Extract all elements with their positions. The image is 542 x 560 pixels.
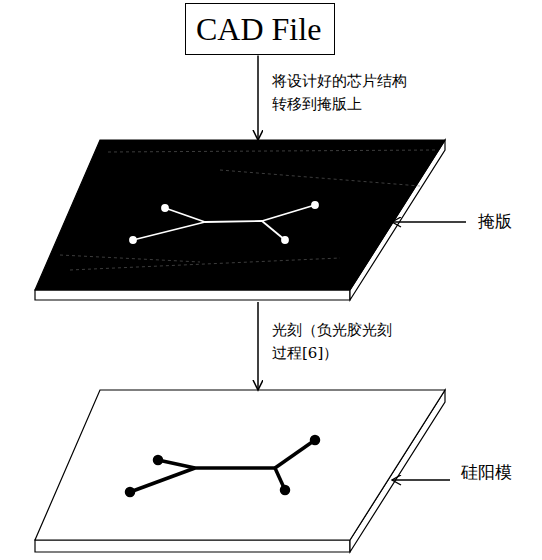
- plate-part: 硅阳模: [30, 390, 520, 555]
- mask-faint-lines: [60, 150, 436, 270]
- box-label: CAD File: [196, 11, 321, 47]
- flow-arrow: [257, 55, 259, 140]
- mold-channel-pattern: [127, 437, 319, 496]
- step-note: 将设计好的芯片结构 转移到掩版上: [272, 70, 422, 117]
- flow-arrow: [257, 302, 259, 390]
- silicon-mold: [35, 390, 445, 552]
- plate-part: 掩版: [30, 140, 520, 302]
- step-note: 光刻（负光胶光刻 过程[6]）: [272, 319, 422, 366]
- part-label: 硅阳模: [461, 462, 512, 482]
- mask-plate: [35, 140, 445, 300]
- part-label: 掩版: [478, 211, 512, 231]
- leader-arrow: [392, 479, 450, 480]
- leader-arrow: [392, 221, 466, 222]
- mask-chip-pattern: [130, 202, 318, 243]
- process-box: CAD File: [185, 3, 335, 55]
